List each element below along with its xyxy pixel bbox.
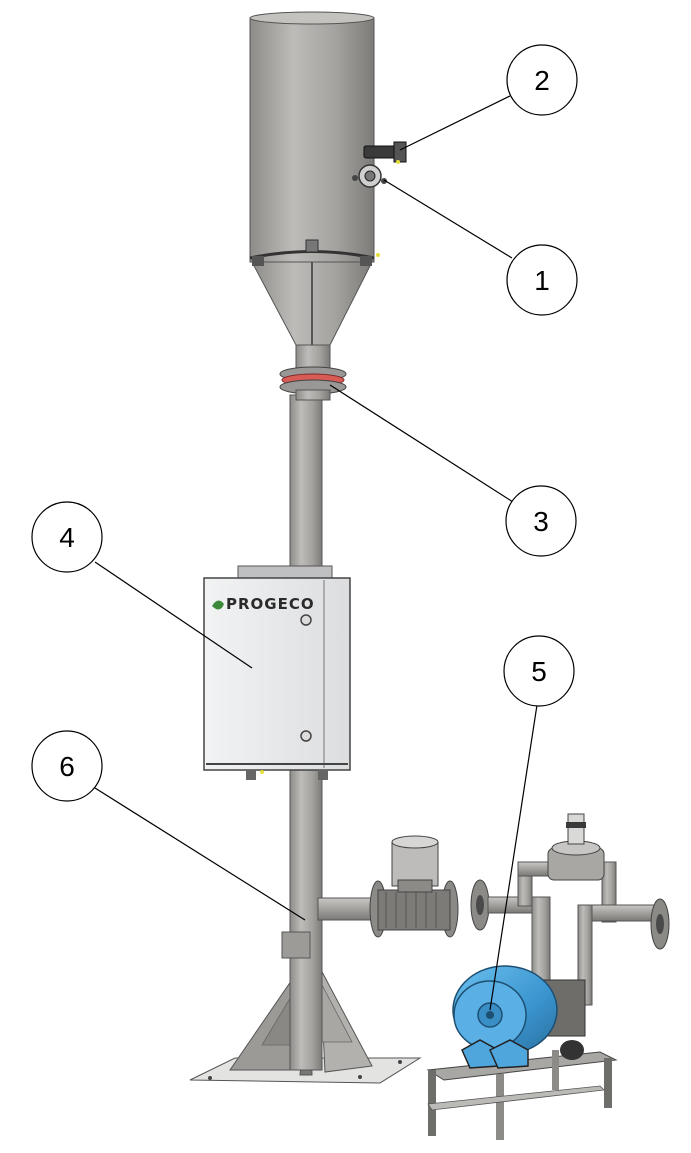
blower (452, 965, 586, 1069)
callout-5: 5 (503, 635, 575, 707)
callout-2-label: 2 (534, 65, 550, 96)
callout-3: 3 (505, 485, 577, 557)
callout-1-label: 1 (534, 265, 550, 296)
leader-2 (399, 94, 513, 151)
leader-5 (489, 704, 538, 1011)
reducer-cone (251, 258, 373, 374)
leader-6 (94, 787, 306, 921)
cabinet-logo-text: PROGECO (226, 595, 315, 613)
callout-leaders (94, 94, 538, 1011)
leader-3 (329, 384, 514, 503)
flame-arrester-flange (279, 366, 347, 401)
callout-6: 6 (31, 730, 103, 802)
callout-2: 2 (506, 44, 578, 116)
inlet-pipe (317, 880, 459, 938)
callout-1: 1 (506, 244, 578, 316)
pressure-regulator (547, 813, 605, 881)
leader-4 (94, 561, 253, 669)
windshield-cylinder (249, 11, 380, 266)
leader-1 (383, 179, 513, 259)
callout-4-label: 4 (59, 522, 75, 553)
progeco-logo: PROGECO (212, 595, 315, 613)
callout-5-label: 5 (531, 656, 547, 687)
igniter (363, 141, 407, 164)
control-cabinet: PROGECO (203, 565, 351, 780)
solenoid-valve (391, 835, 439, 893)
flame-sensor (352, 164, 387, 188)
callout-3-label: 3 (533, 506, 549, 537)
pipe-clamp (281, 931, 311, 959)
callout-6-label: 6 (59, 751, 75, 782)
callout-4: 4 (31, 501, 103, 573)
